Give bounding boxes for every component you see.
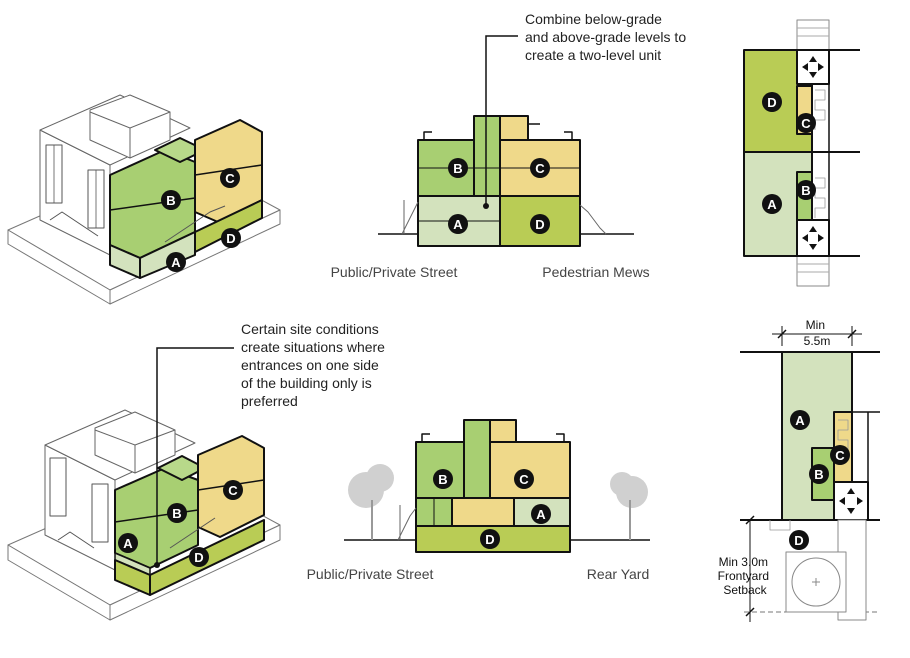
svg-text:D: D [226, 231, 235, 246]
svg-text:C: C [535, 161, 545, 176]
svg-text:A: A [123, 536, 133, 551]
svg-text:A: A [536, 507, 546, 522]
badge-a-section-top: A [448, 214, 468, 234]
leader-dot-top [483, 203, 489, 209]
dim-min-width: Min 5.5m [804, 318, 831, 348]
badge-c-axo-bottom: C [223, 480, 243, 500]
svg-text:C: C [519, 472, 529, 487]
axonometric-top [7, 94, 281, 305]
badge-b-section-bottom: B [433, 469, 453, 489]
badge-c-plan-bottom: C [830, 445, 850, 465]
svg-text:B: B [453, 161, 462, 176]
tree-right [610, 472, 648, 540]
plan-top [743, 19, 860, 287]
svg-text:A: A [795, 413, 805, 428]
badge-a-axo-top: A [166, 252, 186, 272]
svg-text:A: A [171, 255, 181, 270]
label-public-street-bottom: Public/Private Street [307, 566, 434, 582]
badge-c-axo-top: C [220, 168, 240, 188]
badge-a-plan-bottom: A [790, 410, 810, 430]
axonometric-bottom [7, 409, 281, 621]
badge-a-axo-bottom: A [118, 533, 138, 553]
badge-b-section-top: B [448, 158, 468, 178]
badge-d-section-bottom: D [480, 529, 500, 549]
svg-text:B: B [801, 183, 810, 198]
badge-b-axo-bottom: B [167, 503, 187, 523]
svg-text:B: B [172, 506, 181, 521]
svg-text:B: B [814, 467, 823, 482]
dim-setback: Min 3.0m Frontyard Setback [718, 555, 773, 597]
svg-text:C: C [835, 448, 845, 463]
badge-d-plan-top: D [762, 92, 782, 112]
tree-left [348, 464, 394, 540]
arrows-plan-bottom [839, 488, 863, 514]
badge-d-section-top: D [530, 214, 550, 234]
leader-top [485, 35, 518, 206]
svg-text:D: D [794, 533, 803, 548]
label-rear-yard: Rear Yard [587, 566, 650, 582]
svg-text:A: A [453, 217, 463, 232]
svg-text:D: D [767, 95, 776, 110]
badge-c-section-top: C [530, 158, 550, 178]
badge-c-plan-top: C [796, 113, 816, 133]
svg-text:B: B [438, 472, 447, 487]
badge-b-axo-top: B [161, 190, 181, 210]
annotation-bottom: Certain site conditions create situation… [241, 321, 389, 409]
badge-a-plan-top: A [762, 194, 782, 214]
svg-text:A: A [767, 197, 777, 212]
leader-bottom [156, 347, 234, 565]
svg-text:C: C [228, 483, 238, 498]
svg-text:C: C [225, 171, 235, 186]
section-top [378, 115, 634, 247]
badge-c-section-bottom: C [514, 469, 534, 489]
plan-bottom [740, 326, 880, 622]
badge-a-section-bottom: A [531, 504, 551, 524]
svg-text:C: C [801, 116, 811, 131]
label-pedestrian-mews: Pedestrian Mews [542, 264, 649, 280]
leader-dot-bottom [154, 562, 160, 568]
svg-text:B: B [166, 193, 175, 208]
badge-d-axo-top: D [221, 228, 241, 248]
svg-text:D: D [535, 217, 544, 232]
badge-d-axo-bottom: D [189, 547, 209, 567]
badge-d-plan-bottom: D [789, 530, 809, 550]
arrows-plan-top [802, 56, 824, 250]
svg-text:D: D [485, 532, 494, 547]
label-public-street-top: Public/Private Street [331, 264, 458, 280]
badge-b-plan-top: B [796, 180, 816, 200]
badge-b-plan-bottom: B [809, 464, 829, 484]
svg-text:D: D [194, 550, 203, 565]
annotation-top: Combine below-grade and above-grade leve… [525, 11, 690, 63]
